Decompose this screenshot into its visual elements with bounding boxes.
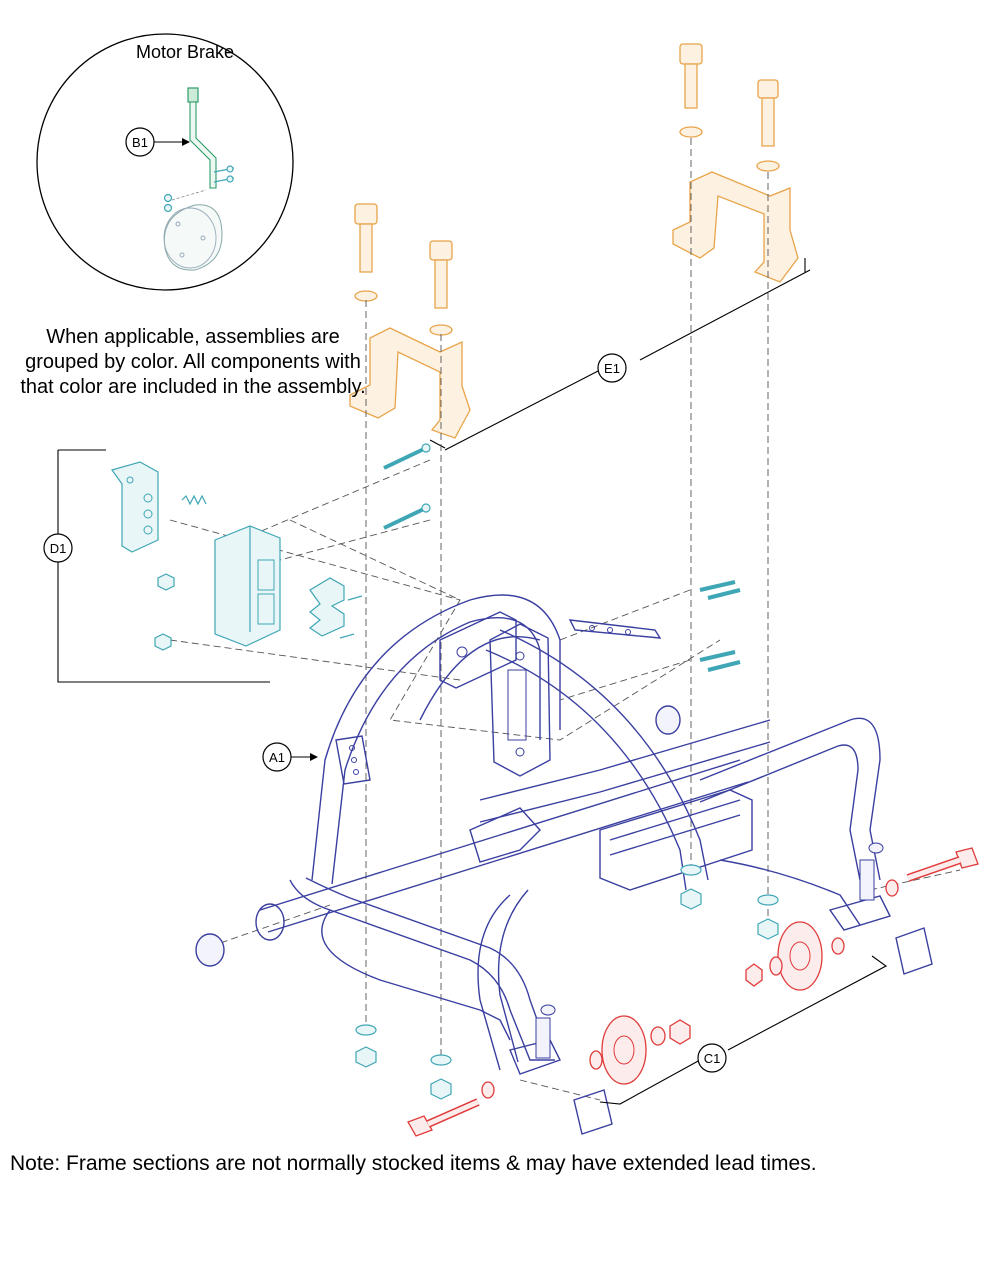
caster-wheel-left [589, 1015, 691, 1085]
svg-text:A1: A1 [269, 750, 285, 765]
motor-brake-inset: Motor Brake B1 [36, 33, 294, 291]
frame-hardware [355, 580, 779, 1100]
mount-block [111, 461, 159, 553]
nut-2 [154, 633, 172, 651]
footer-note: Note: Frame sections are not normally st… [10, 1152, 817, 1175]
callout-b1: B1 [125, 127, 190, 157]
brake-lever [187, 87, 217, 189]
spring [181, 494, 207, 506]
bracket-bolt-left-1 [354, 203, 378, 302]
inset-title: Motor Brake [136, 42, 234, 62]
caster-wheels-c1: C1 [407, 847, 979, 1137]
end-plug-right [895, 927, 933, 975]
callout-a1: A1 [262, 742, 318, 772]
bracket-bolt-right-2 [756, 79, 780, 172]
callout-c1: C1 [599, 955, 888, 1105]
svg-text:C1: C1 [704, 1051, 721, 1066]
end-cap-right [655, 705, 681, 735]
hardware-group-d1: D1 [43, 443, 431, 683]
svg-text:E1: E1 [604, 361, 620, 376]
bracket-bolt-left-2 [429, 240, 453, 336]
bracket-left [349, 327, 471, 439]
callout-e1: E1 [429, 258, 811, 451]
assembly-color-note: When applicable, assemblies are grouped … [20, 326, 366, 398]
alignment-lines [169, 138, 961, 1101]
svg-text:B1: B1 [132, 135, 148, 150]
long-pins [383, 443, 431, 530]
nut-1 [157, 573, 175, 591]
bracket-right [672, 171, 799, 283]
brake-disc [163, 204, 223, 271]
bracket-bolt-right-1 [679, 43, 703, 138]
housing-box [214, 525, 281, 647]
main-frame-a1: A1 [195, 594, 933, 1135]
wire-clip [308, 577, 345, 637]
seat-mount-brackets: E1 [349, 43, 811, 451]
end-plug-left [573, 1089, 613, 1135]
axle-bolt-right [885, 847, 979, 897]
callout-d1: D1 [50, 541, 67, 556]
axle-bolt-left [407, 1081, 495, 1137]
caster-wheel-right [745, 921, 845, 991]
brake-screws [163, 165, 235, 213]
end-cap-left [195, 933, 225, 967]
